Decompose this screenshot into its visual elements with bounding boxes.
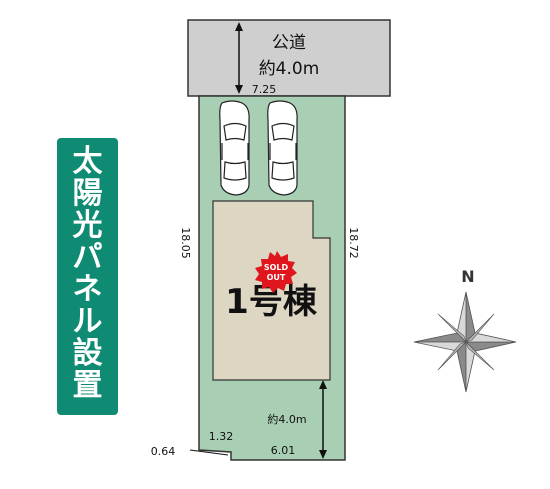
banner-char: 設 <box>72 336 103 371</box>
road-arrow-head-bottom <box>235 85 243 94</box>
banner-char: 光 <box>72 208 103 243</box>
sold-out-badge: SOLD OUT <box>255 251 297 293</box>
dim-left: 18.05 <box>179 227 192 259</box>
public-road <box>187 19 391 97</box>
road-width: 約4.0m <box>259 59 320 79</box>
dim-top: 7.25 <box>252 83 277 96</box>
banner-text: 太陽光パネル設置 <box>57 146 118 402</box>
dim-setback: 約4.0m <box>267 412 306 426</box>
road-name: 公道 <box>272 33 306 53</box>
parking-car-right <box>267 100 298 196</box>
dim-right: 18.72 <box>347 227 360 259</box>
dim-bottom: 6.01 <box>271 444 296 457</box>
banner-char: ネ <box>72 272 103 307</box>
parking-car-left <box>219 100 250 196</box>
banner-char: パ <box>72 240 103 275</box>
compass-label: N <box>461 267 474 286</box>
setback-arrow-head-bottom <box>319 450 327 459</box>
banner-char: 陽 <box>72 176 103 211</box>
setback-arrow-head-top <box>319 380 327 389</box>
banner-char: 置 <box>72 368 103 403</box>
sold-out-text: SOLD <box>264 263 289 272</box>
step-side-leader <box>189 449 229 456</box>
dim-step-side: 0.64 <box>151 445 176 458</box>
banner-char: ル <box>72 304 103 339</box>
sold-out-text-2: OUT <box>267 273 286 282</box>
dim-step-top: 1.32 <box>209 430 234 443</box>
solar-panel-banner: 太陽光パネル設置 <box>57 138 118 415</box>
banner-char: 太 <box>72 144 103 179</box>
north-compass <box>413 291 517 393</box>
road-arrow-head-top <box>235 22 243 31</box>
